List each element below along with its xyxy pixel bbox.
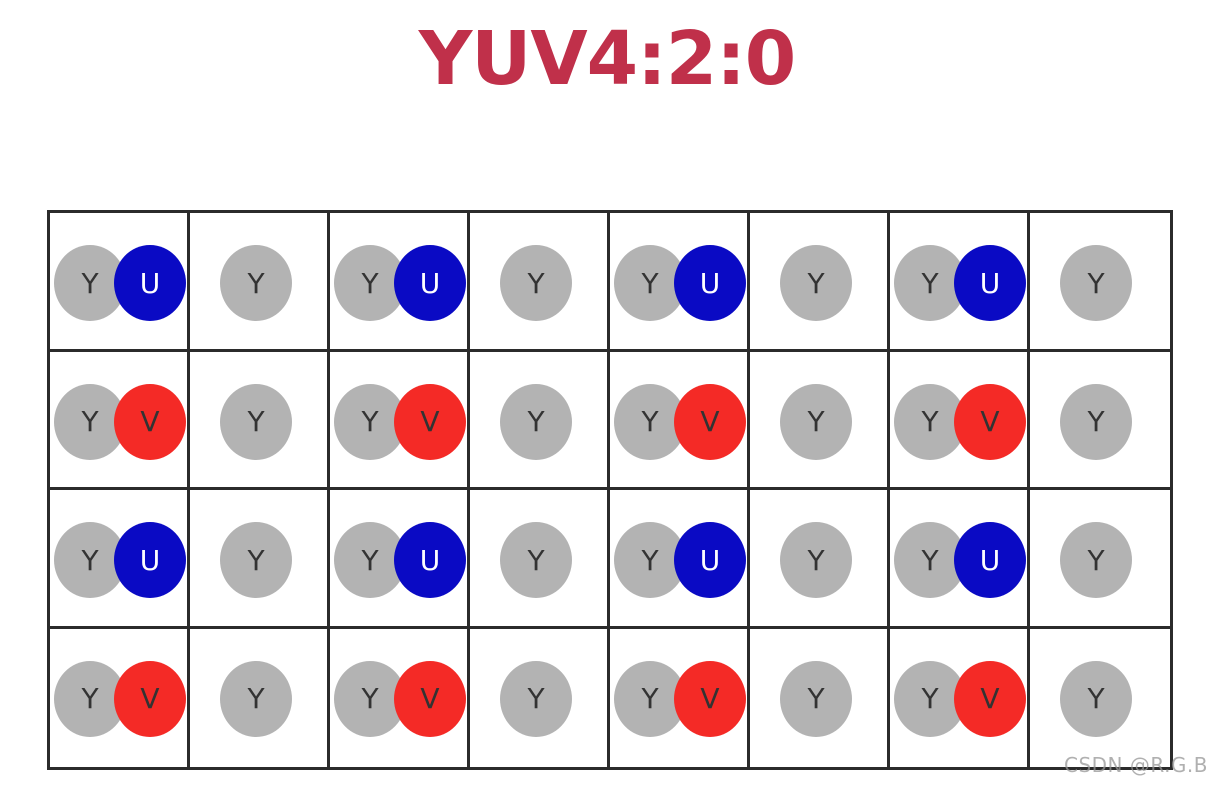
luma-sample: Y bbox=[220, 660, 292, 737]
chroma-v-sample: V bbox=[114, 383, 186, 460]
grid-cell: Y bbox=[1030, 629, 1170, 768]
chroma-v-sample: V bbox=[394, 383, 466, 460]
chroma-u-sample: U bbox=[394, 522, 466, 598]
luma-sample: Y bbox=[220, 522, 292, 598]
chroma-v-sample: V bbox=[954, 383, 1026, 460]
luma-sample: Y bbox=[780, 660, 852, 737]
grid-cell: Y bbox=[470, 490, 610, 629]
chroma-v-sample: V bbox=[954, 660, 1026, 737]
chroma-u-sample: U bbox=[114, 522, 186, 598]
watermark: CSDN @R.G.B bbox=[1064, 753, 1208, 777]
luma-sample: Y bbox=[220, 245, 292, 321]
luma-sample: Y bbox=[220, 383, 292, 460]
chroma-u-sample: U bbox=[674, 245, 746, 321]
luma-sample: Y bbox=[1060, 522, 1132, 598]
chroma-v-sample: V bbox=[674, 383, 746, 460]
chroma-u-sample: U bbox=[954, 522, 1026, 598]
luma-sample: Y bbox=[780, 383, 852, 460]
grid-cell: Y bbox=[1030, 352, 1170, 490]
luma-sample: Y bbox=[500, 660, 572, 737]
chroma-u-sample: U bbox=[674, 522, 746, 598]
grid-cell: Y bbox=[190, 490, 330, 629]
luma-sample: Y bbox=[780, 522, 852, 598]
grid-cell: Y bbox=[470, 351, 610, 490]
grid-cell: Y bbox=[470, 628, 610, 767]
diagram-title: YUV4:2:0 bbox=[418, 16, 797, 102]
grid-cell: Y bbox=[470, 213, 610, 352]
luma-sample: Y bbox=[780, 245, 852, 321]
grid-cell: Y bbox=[190, 351, 330, 490]
luma-sample: Y bbox=[500, 383, 572, 460]
luma-sample: Y bbox=[500, 245, 572, 321]
chroma-v-sample: V bbox=[674, 660, 746, 737]
grid-cell: Y bbox=[190, 213, 330, 352]
grid-cell: Y bbox=[750, 351, 890, 490]
chroma-u-sample: U bbox=[394, 245, 466, 321]
chroma-v-sample: V bbox=[114, 660, 186, 737]
chroma-u-sample: U bbox=[114, 245, 186, 321]
luma-sample: Y bbox=[334, 383, 406, 460]
grid-cell: Y bbox=[750, 628, 890, 767]
grid-cell: Y bbox=[750, 490, 890, 629]
grid-cell: Y bbox=[190, 628, 330, 767]
luma-sample: Y bbox=[1060, 245, 1132, 321]
chroma-u-sample: U bbox=[954, 245, 1026, 321]
luma-sample: Y bbox=[1060, 383, 1132, 460]
luma-sample: Y bbox=[1060, 660, 1132, 737]
grid-cell: Y bbox=[1030, 213, 1170, 352]
grid-cell: Y bbox=[750, 213, 890, 352]
chroma-v-sample: V bbox=[394, 660, 466, 737]
luma-sample: Y bbox=[500, 522, 572, 598]
grid-cell: Y bbox=[1030, 490, 1170, 629]
